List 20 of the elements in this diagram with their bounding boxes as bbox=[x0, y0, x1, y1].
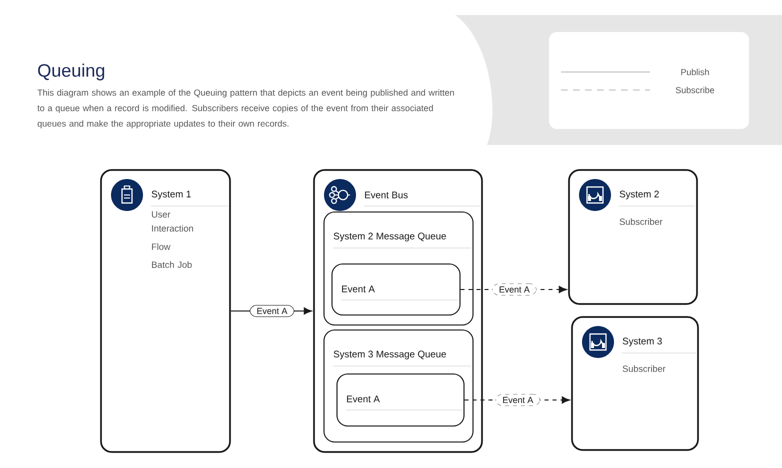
node-title: Event A bbox=[342, 286, 375, 292]
node-title: System 3 bbox=[622, 338, 662, 346]
title: Queuing bbox=[38, 64, 104, 80]
node-title: System 1 bbox=[152, 190, 191, 200]
legend-label: Publish bbox=[681, 68, 709, 76]
node-item: Subscriber bbox=[622, 365, 666, 372]
description: This diagram shows an example of the Queuing pattern that depicts an event being published and written to a queue when a record is modified. Subscribers receive copies of the event from their associated queues and make the appropriate updates to their own records. bbox=[37, 89, 454, 128]
node-title: Event Bus bbox=[365, 192, 408, 198]
node-item: Flow bbox=[152, 243, 170, 250]
node-title: Event A bbox=[347, 396, 380, 402]
edge-label: Event A bbox=[492, 284, 537, 296]
node-item: User Interaction bbox=[152, 211, 194, 232]
edge-label: Event A bbox=[496, 394, 540, 406]
node-title: System 2 bbox=[620, 190, 659, 200]
edge-label: Event A bbox=[250, 305, 294, 317]
legend-label: Subscribe bbox=[676, 86, 714, 94]
node-item: Batch Job bbox=[152, 261, 192, 268]
node-item: Subscriber bbox=[620, 218, 662, 225]
node-title: System 3 Message Queue bbox=[334, 350, 446, 360]
node-title: System 2 Message Queue bbox=[334, 232, 446, 242]
